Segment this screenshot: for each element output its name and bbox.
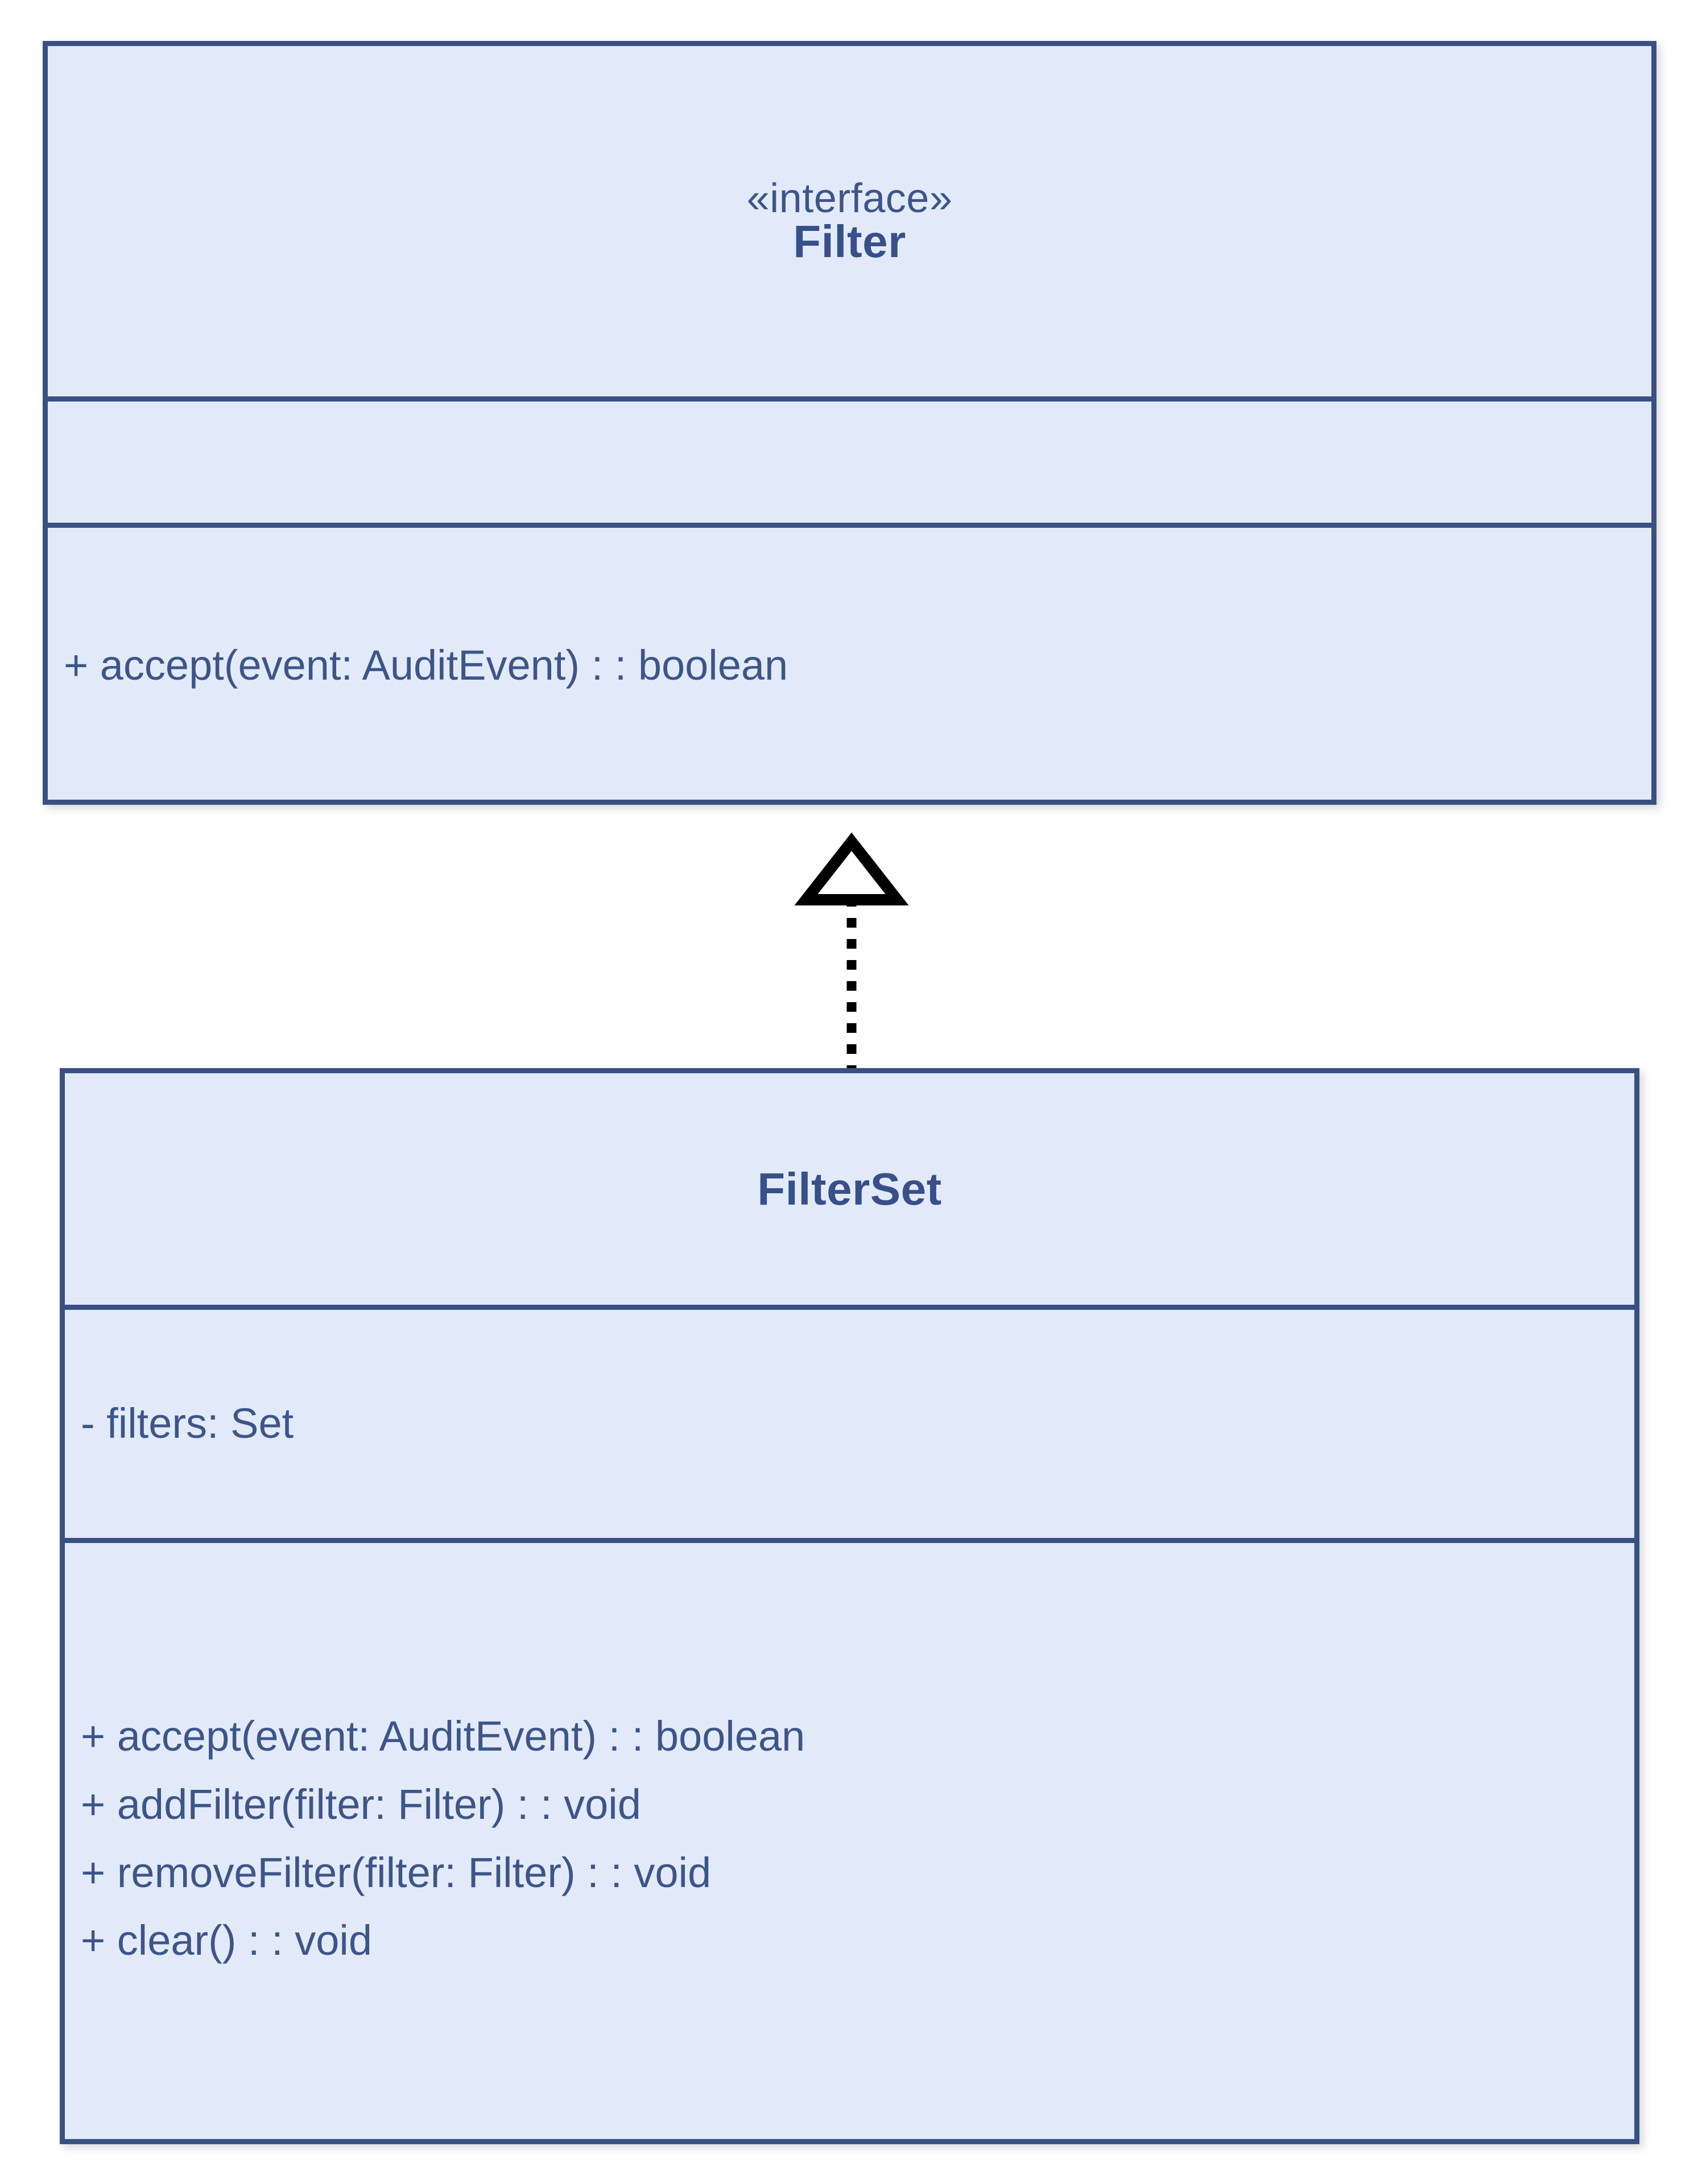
class-title: Filter bbox=[793, 216, 906, 267]
hollow-triangle-arrowhead bbox=[794, 832, 909, 905]
method-item: + clear() : : void bbox=[81, 1917, 373, 1964]
class-header-filter: «interface» Filter bbox=[48, 46, 1651, 402]
class-title: FilterSet bbox=[757, 1163, 942, 1214]
method-item: + accept(event: AuditEvent) : : boolean bbox=[81, 1712, 805, 1760]
method-item: + accept(event: AuditEvent) : : boolean bbox=[64, 641, 788, 689]
class-box-filterset[interactable]: FilterSet - filters: Set + accept(event:… bbox=[60, 1068, 1639, 2144]
realization-connector bbox=[794, 832, 909, 1075]
method-item: + addFilter(filter: Filter) : : void bbox=[81, 1780, 641, 1828]
method-item: + removeFilter(filter: Filter) : : void bbox=[81, 1848, 712, 1896]
class-methods-filterset: + accept(event: AuditEvent) : : boolean … bbox=[65, 1543, 1634, 2134]
class-attributes-filterset: - filters: Set bbox=[65, 1310, 1634, 1543]
class-stereotype: «interface» bbox=[746, 176, 953, 221]
attribute-item: - filters: Set bbox=[81, 1400, 294, 1447]
class-methods-filter: + accept(event: AuditEvent) : : boolean bbox=[48, 528, 1651, 800]
class-box-filter[interactable]: «interface» Filter + accept(event: Audit… bbox=[43, 41, 1656, 805]
class-attributes-filter bbox=[48, 402, 1651, 528]
class-header-filterset: FilterSet bbox=[65, 1073, 1634, 1310]
